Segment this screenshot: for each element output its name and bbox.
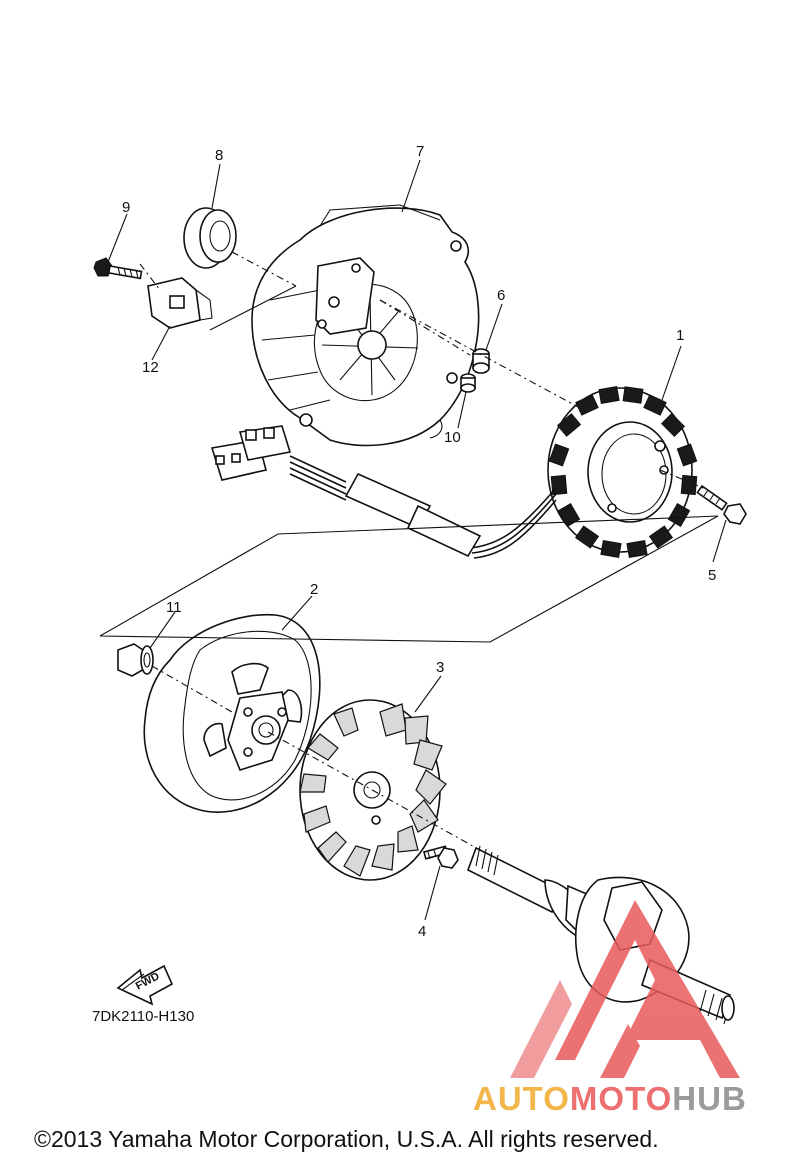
- part-3-cooling-fan: [299, 699, 447, 881]
- callout-4: 4: [418, 923, 426, 940]
- brand-part-hub: HUB: [672, 1080, 747, 1117]
- part-8-grommet: [183, 207, 237, 269]
- part-1-stator: [547, 385, 698, 559]
- brand-part-auto: AUTO: [473, 1080, 570, 1117]
- part-10-dowel-pin: [446, 372, 476, 393]
- part-4-bolt: [423, 845, 459, 869]
- leader-lines: [107, 159, 727, 921]
- callout-5: 5: [708, 567, 716, 584]
- brand-part-moto: MOTO: [569, 1080, 673, 1117]
- alignment-lines: [139, 251, 709, 851]
- callout-6: 6: [497, 287, 505, 304]
- callout-labels: 1 2 3 4 5 6 7 8 9 10 11 12: [122, 143, 716, 940]
- part-12-bracket: [147, 277, 213, 329]
- watermark-brand: AUTOMOTOHUB: [473, 1080, 747, 1118]
- part-5-bolt: [696, 484, 747, 525]
- reference-lines: [99, 285, 719, 643]
- part-7-stator-cover: [251, 204, 480, 447]
- diagram-code: 7DK2110-H130: [92, 1008, 195, 1025]
- part-11-nut: [117, 643, 154, 677]
- watermark-logo-mark: [510, 900, 740, 1078]
- callout-2: 2: [310, 581, 318, 598]
- callout-12: 12: [142, 359, 159, 376]
- callout-10: 10: [444, 429, 461, 446]
- part-2-flywheel: [143, 613, 321, 813]
- callout-11: 11: [166, 599, 182, 616]
- callout-3: 3: [436, 659, 444, 676]
- callout-9: 9: [122, 199, 130, 216]
- callout-7: 7: [416, 143, 424, 160]
- fwd-arrow: FWD: [116, 964, 174, 1006]
- copyright-notice: ©2013 Yamaha Motor Corporation, U.S.A. A…: [34, 1126, 659, 1152]
- part-9-bolt: [93, 257, 143, 280]
- callout-1: 1: [676, 327, 684, 344]
- part-6-dowel-pin: [472, 348, 490, 374]
- callout-8: 8: [215, 147, 223, 164]
- stator-wire-harness: [210, 425, 557, 559]
